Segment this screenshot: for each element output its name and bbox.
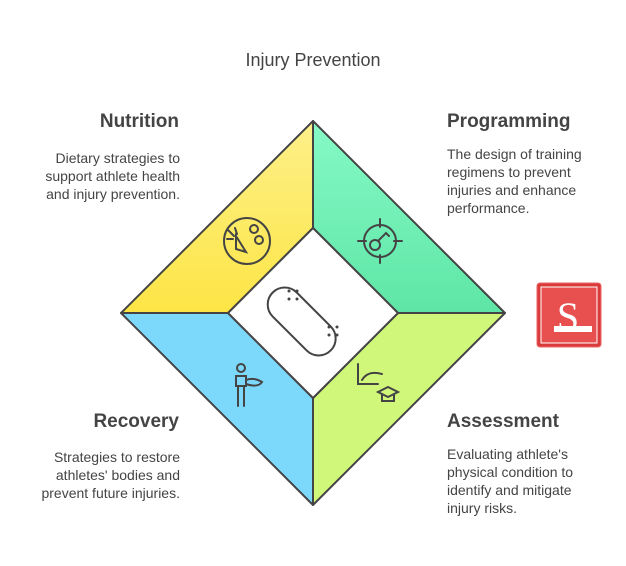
bandage-icon	[266, 286, 337, 357]
injured-person-icon	[235, 363, 264, 407]
watermark-logo: S	[536, 282, 602, 348]
programming-text: The design of training regimens to preve…	[447, 146, 582, 216]
recovery-heading: Recovery	[93, 411, 179, 432]
target-key-icon	[357, 218, 403, 264]
nutrition-text: Dietary strategies to support athlete he…	[45, 150, 180, 202]
carrot-icon	[223, 217, 271, 265]
center-square	[227, 227, 399, 399]
recovery-text: Strategies to restore athletes' bodies a…	[41, 449, 180, 501]
nutrition-heading: Nutrition	[99, 111, 179, 132]
programming-heading: Programming	[447, 111, 571, 132]
diagram-title: Injury Prevention	[245, 50, 381, 70]
assessment-heading: Assessment	[447, 411, 559, 432]
muscle-graduation-icon	[357, 363, 401, 402]
assessment-text: Evaluating athlete's physical condition …	[447, 446, 574, 516]
svg-text:S: S	[557, 294, 579, 339]
